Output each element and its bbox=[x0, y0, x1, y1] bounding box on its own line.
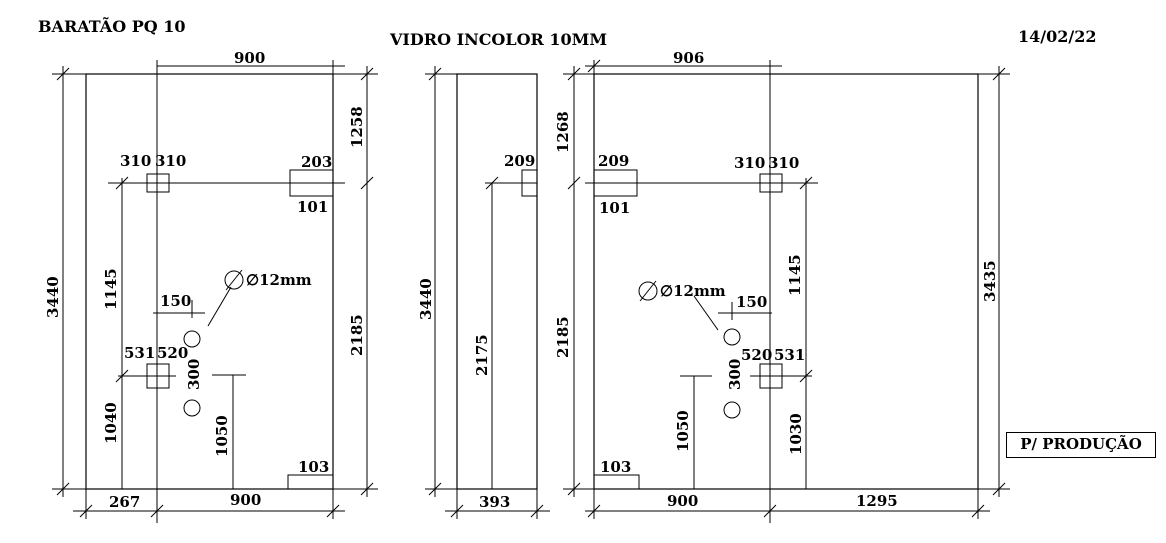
dim-label: 300 bbox=[185, 359, 203, 390]
dim-label: 1258 bbox=[348, 106, 366, 148]
hole-circle bbox=[183, 399, 201, 417]
dim-label: 103 bbox=[600, 458, 631, 476]
corner-notch bbox=[593, 169, 638, 197]
bottom-notch bbox=[593, 474, 640, 490]
dim-label: 3440 bbox=[417, 278, 435, 320]
dim-label: 203 bbox=[301, 153, 332, 171]
dim-label: 900 bbox=[230, 491, 261, 509]
bottom-notch bbox=[287, 474, 334, 490]
dim-label: 2185 bbox=[554, 316, 572, 358]
dim-label: 393 bbox=[479, 493, 510, 511]
dim-label: 267 bbox=[109, 493, 140, 511]
dim-label: 1040 bbox=[102, 402, 120, 444]
hole-circle bbox=[183, 330, 201, 348]
dim-label: 310 bbox=[768, 154, 799, 172]
panel-middle bbox=[425, 66, 550, 519]
dim-label: 1145 bbox=[102, 268, 120, 310]
drawing-date: 14/02/22 bbox=[1018, 27, 1096, 46]
dim-label: 3440 bbox=[44, 276, 62, 318]
dim-label: 2185 bbox=[348, 314, 366, 356]
dim-label: 531 bbox=[124, 344, 155, 362]
dim-label: 2175 bbox=[473, 334, 491, 376]
dim-label: 209 bbox=[504, 152, 535, 170]
dim-label: 1268 bbox=[554, 111, 572, 153]
panel-left-outline bbox=[85, 73, 334, 490]
dim-label: 1050 bbox=[213, 415, 231, 457]
dim-label: 1050 bbox=[674, 410, 692, 452]
production-stamp: P/ PRODUÇÃO bbox=[1006, 432, 1156, 458]
dim-label: 103 bbox=[298, 458, 329, 476]
dim-label: 1145 bbox=[786, 254, 804, 296]
dim-label: 1030 bbox=[787, 413, 805, 455]
panel-right bbox=[563, 59, 1010, 523]
dim-label: 531 bbox=[774, 346, 805, 364]
dim-label: 209 bbox=[598, 152, 629, 170]
dim-label: 1295 bbox=[856, 492, 898, 510]
dim-label: 310 bbox=[120, 152, 151, 170]
dim-label: 520 bbox=[741, 346, 772, 364]
hole-circle bbox=[723, 328, 741, 346]
dim-label: 150 bbox=[736, 293, 767, 311]
project-title: BARATÃO PQ 10 bbox=[38, 15, 186, 36]
hole-circle bbox=[723, 401, 741, 419]
corner-notch bbox=[289, 169, 334, 197]
dim-label: 900 bbox=[667, 492, 698, 510]
dim-label: 906 bbox=[673, 49, 704, 67]
dim-label: 150 bbox=[160, 292, 191, 310]
panel-right-outline bbox=[593, 73, 979, 490]
panel-middle-outline bbox=[456, 73, 538, 490]
dim-label: 310 bbox=[155, 152, 186, 170]
hole-diameter-label: ∅12mm bbox=[246, 271, 312, 289]
dim-label: 101 bbox=[297, 198, 328, 216]
dim-label: 310 bbox=[734, 154, 765, 172]
hole-diameter-label: ∅12mm bbox=[660, 282, 726, 300]
material-title: VIDRO INCOLOR 10MM bbox=[389, 30, 607, 49]
dim-label: 3435 bbox=[981, 260, 999, 302]
dim-label: 101 bbox=[599, 199, 630, 217]
dim-label: 300 bbox=[726, 359, 744, 390]
hinge-notch bbox=[146, 173, 170, 193]
hinge-notch bbox=[759, 173, 783, 193]
panel-left bbox=[52, 60, 378, 523]
dim-label: 520 bbox=[157, 344, 188, 362]
dim-label: 900 bbox=[234, 49, 265, 67]
